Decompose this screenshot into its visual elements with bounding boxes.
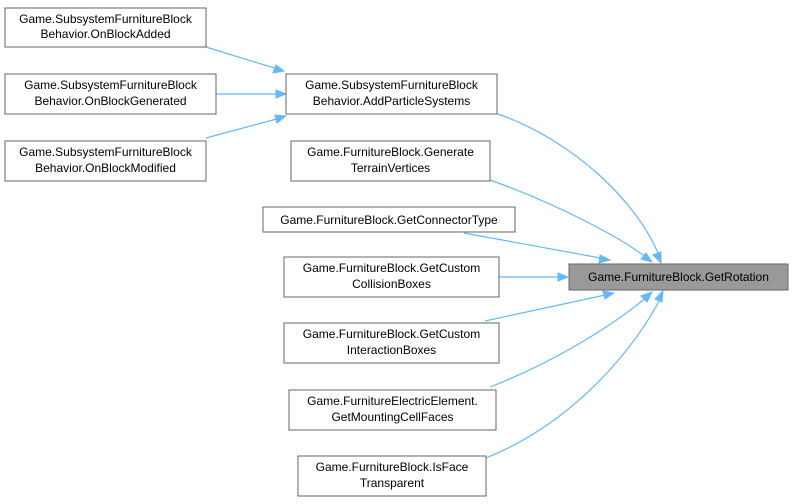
node-onblockmodified-line1: Game.SubsystemFurnitureBlock <box>19 145 193 159</box>
edge-getconnectortype-to-getrotation <box>463 232 612 264</box>
node-onblockgenerated[interactable]: Game.SubsystemFurnitureBlock Behavior.On… <box>4 73 217 115</box>
edge-onblockgenerated-to-addparticlesystems <box>216 89 288 99</box>
node-generateterrainvertices[interactable]: Game.FurnitureBlock.Generate TerrainVert… <box>290 140 491 182</box>
node-generateterrainvertices-line1: Game.FurnitureBlock.Generate <box>307 145 474 159</box>
node-onblockmodified[interactable]: Game.SubsystemFurnitureBlock Behavior.On… <box>4 140 207 182</box>
node-getrotation-line1: Game.FurnitureBlock.GetRotation <box>588 270 769 284</box>
node-getcustomcollisionboxes[interactable]: Game.FurnitureBlock.GetCustom CollisionB… <box>283 256 500 298</box>
node-getmountingcellfaces[interactable]: Game.FurnitureElectricElement. GetMounti… <box>288 389 497 431</box>
node-addparticlesystems-line2: Behavior.AddParticleSystems <box>313 94 470 108</box>
node-getrotation[interactable]: Game.FurnitureBlock.GetRotation <box>568 263 789 291</box>
edge-getcustominteractionboxes-to-getrotation <box>484 290 616 322</box>
node-onblockmodified-line2: Behavior.OnBlockModified <box>35 161 176 175</box>
edge-isfacetransparent-to-getrotation <box>485 289 664 459</box>
edge-onblockmodified-to-addparticlesystems <box>205 114 288 139</box>
node-onblockadded[interactable]: Game.SubsystemFurnitureBlock Behavior.On… <box>4 7 207 48</box>
node-generateterrainvertices-line2: TerrainVertices <box>351 161 430 175</box>
edge-generateterrainvertices-to-getrotation <box>489 179 654 263</box>
node-getconnectortype[interactable]: Game.FurnitureBlock.GetConnectorType <box>262 206 516 233</box>
node-onblockgenerated-line1: Game.SubsystemFurnitureBlock <box>24 78 198 92</box>
node-isfacetransparent-line1: Game.FurnitureBlock.IsFace <box>316 460 469 474</box>
node-getcustomcollisionboxes-line1: Game.FurnitureBlock.GetCustom <box>303 261 480 275</box>
edge-addparticlesystems-to-getrotation <box>494 112 662 265</box>
node-onblockgenerated-line2: Behavior.OnBlockGenerated <box>34 94 186 108</box>
node-getconnectortype-line1: Game.FurnitureBlock.GetConnectorType <box>280 213 498 227</box>
edge-onblockadded-to-addparticlesystems <box>205 46 286 74</box>
node-onblockadded-line1: Game.SubsystemFurnitureBlock <box>19 12 193 26</box>
edge-getcustomcollisionboxes-to-getrotation <box>499 272 570 282</box>
node-getcustomcollisionboxes-line2: CollisionBoxes <box>352 277 431 291</box>
node-getcustominteractionboxes[interactable]: Game.FurnitureBlock.GetCustom Interactio… <box>283 322 500 364</box>
node-getcustominteractionboxes-line2: InteractionBoxes <box>347 343 436 357</box>
node-getmountingcellfaces-line2: GetMountingCellFaces <box>331 410 453 424</box>
node-addparticlesystems-line1: Game.SubsystemFurnitureBlock <box>305 78 479 92</box>
node-isfacetransparent-line2: Transparent <box>360 476 425 490</box>
node-getcustominteractionboxes-line1: Game.FurnitureBlock.GetCustom <box>303 327 480 341</box>
node-isfacetransparent[interactable]: Game.FurnitureBlock.IsFace Transparent <box>297 455 487 497</box>
node-addparticlesystems[interactable]: Game.SubsystemFurnitureBlock Behavior.Ad… <box>285 73 498 115</box>
edge-getmountingcellfaces-to-getrotation <box>489 291 654 388</box>
node-getmountingcellfaces-line1: Game.FurnitureElectricElement. <box>307 394 478 408</box>
node-onblockadded-line2: Behavior.OnBlockAdded <box>40 27 170 41</box>
